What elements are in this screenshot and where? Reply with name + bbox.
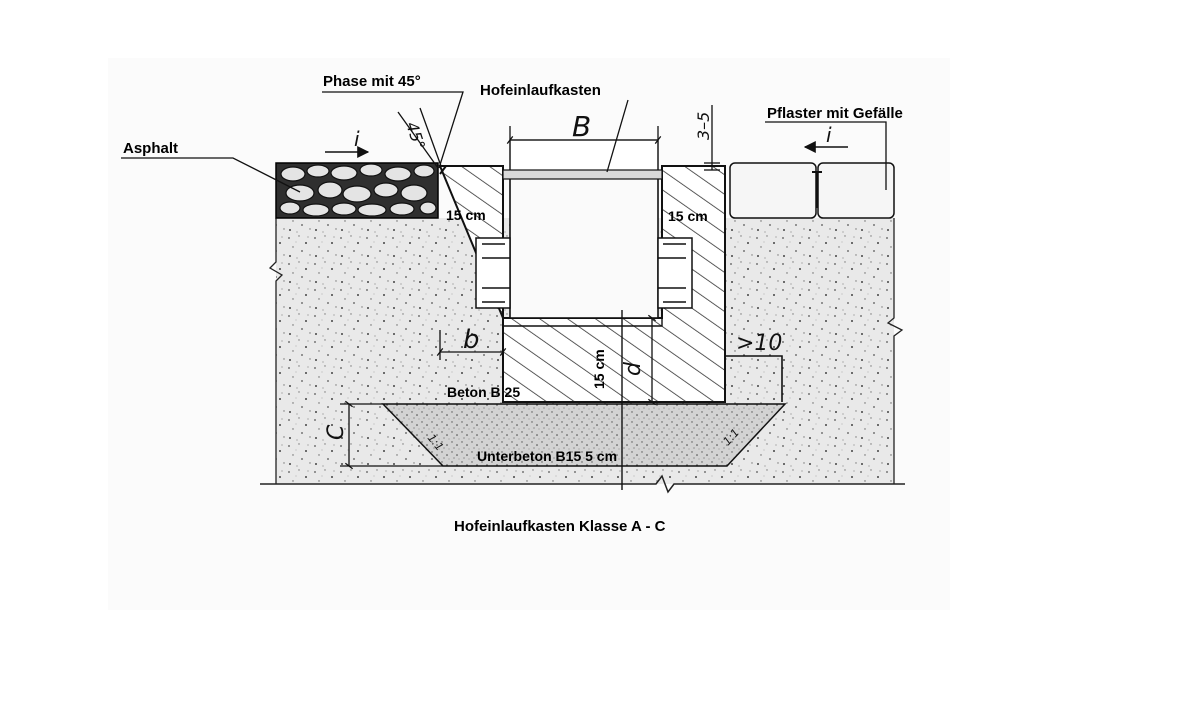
base-line <box>260 474 905 494</box>
dim-top-gap <box>704 105 720 171</box>
label-asphalt: Asphalt <box>123 140 178 157</box>
label-subconcrete: Unterbeton B15 5 cm <box>477 448 617 464</box>
slope-label-right: i <box>826 123 832 147</box>
dim-C-label: C <box>324 424 349 440</box>
label-bottom-thickness: 15 cm <box>591 349 607 389</box>
paving-joint <box>812 171 822 208</box>
dim-b-label: b <box>463 325 480 355</box>
dim-B-label: B <box>572 110 591 143</box>
overhang-label: >10 <box>736 331 782 356</box>
inlet-box-body <box>509 177 659 319</box>
label-phase: Phase mit 45° <box>323 73 421 90</box>
asphalt-layer <box>275 162 439 219</box>
phase-cut <box>439 165 447 175</box>
dim-top-gap-label: 3–5 <box>694 112 713 140</box>
paving-stones <box>729 162 895 219</box>
dim-C <box>340 400 443 470</box>
right-lug <box>657 237 693 309</box>
overhang-step <box>725 355 783 402</box>
slope-label-left: i <box>354 127 360 151</box>
inner-seat <box>502 318 663 327</box>
dim-d-label: d <box>621 361 646 376</box>
label-concrete: Beton B 25 <box>447 384 520 400</box>
dim-angle <box>397 107 442 169</box>
caption: Hofeinlaufkasten Klasse A - C <box>454 518 666 535</box>
left-lug <box>475 237 511 309</box>
label-wall-right: 15 cm <box>668 208 708 224</box>
dim-b <box>436 330 507 360</box>
left-break-line <box>268 218 284 484</box>
right-break-line <box>886 218 904 484</box>
grate-top <box>502 169 663 180</box>
leader-lines <box>121 91 887 193</box>
label-paving: Pflaster mit Gefälle <box>767 105 903 122</box>
label-wall-left: 15 cm <box>446 207 486 223</box>
label-box: Hofeinlaufkasten <box>480 82 601 99</box>
dim-B <box>506 126 662 170</box>
